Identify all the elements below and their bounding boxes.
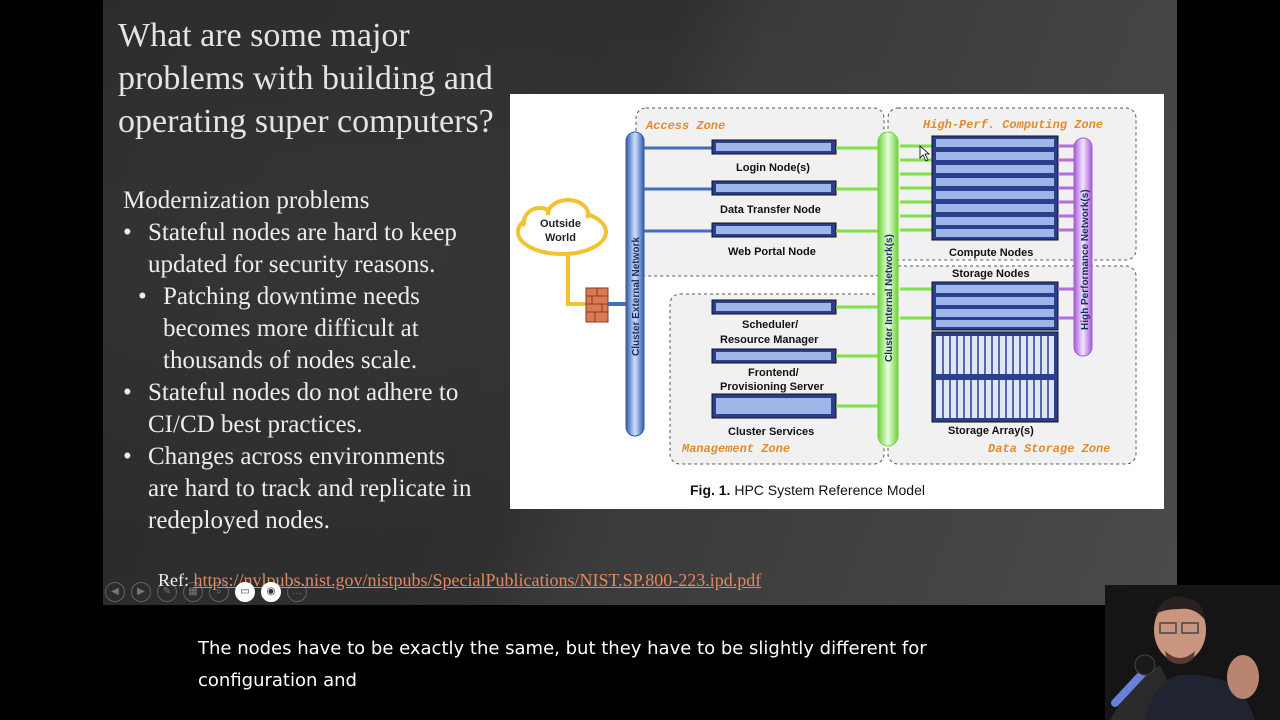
figure-caption: Fig. 1. HPC System Reference Model: [690, 482, 925, 498]
presenter-avatar: [1105, 585, 1280, 720]
section-heading: Modernization problems: [123, 187, 370, 214]
outside-world-cloud: Outside World: [516, 198, 608, 256]
subtitles-icon[interactable]: ▭: [235, 582, 255, 602]
svg-text:Resource Manager: Resource Manager: [720, 334, 819, 346]
reference-link[interactable]: https://nvlpubs.nist.gov/nistpubs/Specia…: [193, 570, 762, 590]
high-perf-network-pipe: [1073, 137, 1093, 357]
internal-network-label: Cluster Internal Network(s): [884, 234, 895, 362]
prev-slide-icon[interactable]: ◀: [105, 582, 125, 602]
svg-text:Web Portal Node: Web Portal Node: [728, 246, 816, 258]
zoom-icon[interactable]: ⌕: [209, 582, 229, 602]
access-zone-label: Access Zone: [645, 119, 725, 133]
frontend-node: Frontend/ Provisioning Server: [711, 348, 837, 393]
internal-network-pipe: [877, 131, 899, 447]
pen-icon[interactable]: ✎: [157, 582, 177, 602]
svg-text:Scheduler/: Scheduler/: [742, 319, 798, 331]
caption-line-2: configuration and: [198, 670, 357, 691]
svg-text:Data Transfer Node: Data Transfer Node: [720, 204, 821, 216]
camera-icon[interactable]: ◉: [261, 582, 281, 602]
live-caption: The nodes have to be exactly the same, b…: [198, 633, 998, 697]
mouse-cursor-icon: [919, 145, 931, 162]
presenter-webcam: [1105, 585, 1280, 720]
svg-text:Cluster Services: Cluster Services: [728, 426, 814, 438]
svg-text:Storage Array(s): Storage Array(s): [948, 425, 1034, 437]
hpc-reference-figure: Access Zone High-Perf. Computing Zone Ma…: [510, 94, 1164, 509]
data-transfer-node: Data Transfer Node: [711, 180, 837, 216]
compute-nodes-rack: Compute Nodes: [931, 135, 1059, 259]
storage-nodes-label: Storage Nodes: [952, 268, 1030, 280]
caption-line-1: The nodes have to be exactly the same, b…: [198, 638, 927, 659]
svg-text:Outside: Outside: [540, 218, 581, 230]
storage-zone-label: Data Storage Zone: [988, 442, 1110, 456]
slide-title: What are some major problems with buildi…: [118, 17, 494, 140]
svg-text:Login Node(s): Login Node(s): [736, 162, 810, 174]
svg-text:World: World: [545, 232, 576, 244]
web-portal-node: Web Portal Node: [711, 222, 837, 258]
slideshow-toolbar: ◀ ▶ ✎ ▦ ⌕ ▭ ◉ …: [105, 582, 307, 602]
scheduler-node: Scheduler/ Resource Manager: [711, 299, 837, 346]
svg-text:Compute Nodes: Compute Nodes: [949, 247, 1033, 259]
external-network-pipe: [625, 131, 645, 437]
external-network-label: Cluster External Network: [631, 237, 642, 356]
hpc-zone-label: High-Perf. Computing Zone: [923, 118, 1103, 132]
svg-text:Provisioning Server: Provisioning Server: [720, 381, 825, 393]
more-options-icon[interactable]: …: [287, 582, 307, 602]
grid-icon[interactable]: ▦: [183, 582, 203, 602]
svg-text:Frontend/: Frontend/: [748, 367, 799, 379]
firewall-icon: [585, 287, 609, 323]
management-zone-label: Management Zone: [681, 442, 790, 456]
hpc-diagram: Access Zone High-Perf. Computing Zone Ma…: [516, 107, 1137, 498]
next-slide-icon[interactable]: ▶: [131, 582, 151, 602]
storage-nodes-rack: [931, 281, 1059, 331]
storage-arrays: Storage Array(s): [931, 331, 1059, 437]
high-perf-network-label: High Performance Network(s): [1080, 189, 1091, 330]
login-node: Login Node(s): [711, 139, 837, 174]
slide-body: Modernization problems Stateful nodes ar…: [123, 185, 543, 537]
cluster-services-node: Cluster Services: [711, 393, 837, 438]
presentation-slide: What are some major problems with buildi…: [103, 0, 1177, 605]
